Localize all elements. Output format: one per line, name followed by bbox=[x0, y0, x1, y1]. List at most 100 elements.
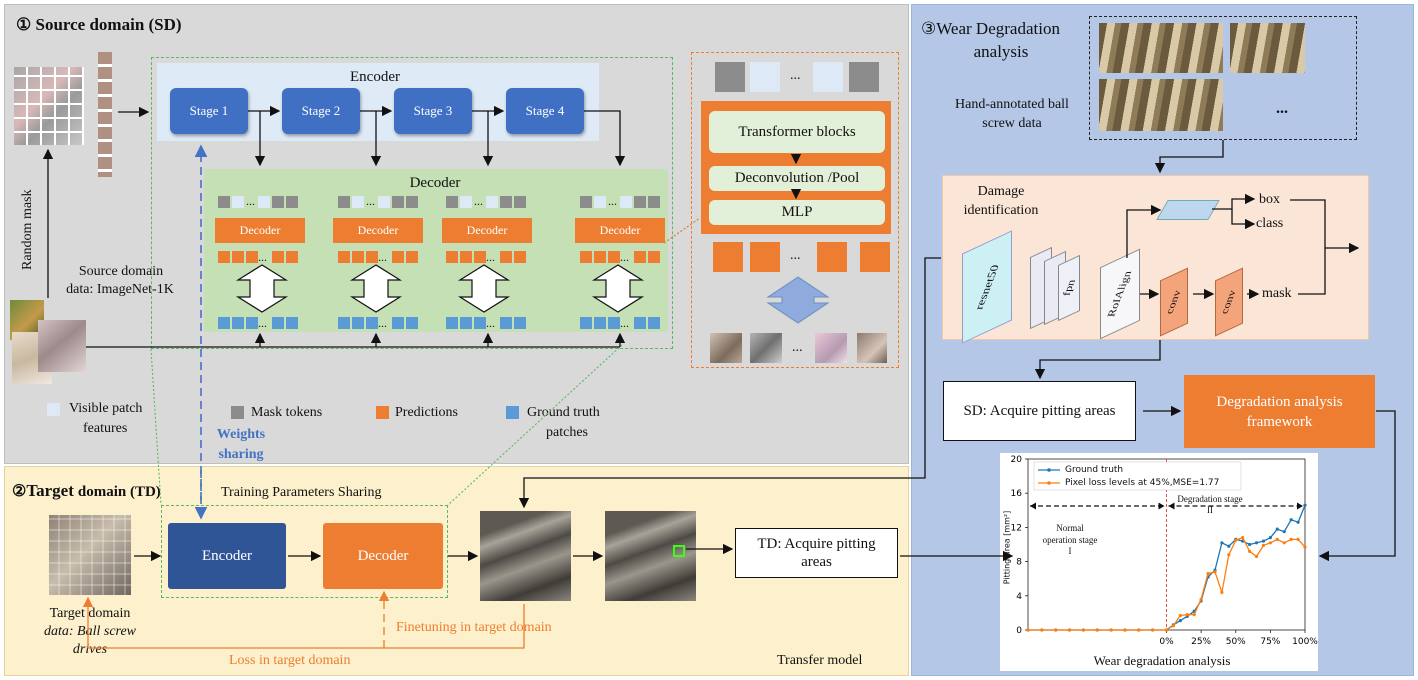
visible-token bbox=[594, 196, 606, 208]
ground-truth-patch bbox=[406, 317, 418, 329]
series-1-point bbox=[1254, 541, 1259, 545]
y-tick-label: 4 bbox=[1016, 592, 1022, 602]
ellipsis: ... bbox=[378, 250, 387, 264]
series-1-point bbox=[1296, 520, 1300, 524]
ground-truth-patch bbox=[366, 317, 378, 329]
series-1-point bbox=[1282, 530, 1286, 534]
finetuning-label: Finetuning in target domain bbox=[396, 620, 552, 635]
series-2-point bbox=[1241, 536, 1245, 540]
ground-truth-image bbox=[710, 333, 742, 363]
prediction-patch bbox=[338, 251, 350, 263]
source-domain-data: data: ImageNet-1K bbox=[66, 282, 174, 297]
series-2-point bbox=[1040, 628, 1044, 632]
transformer-blocks: Transformer blocks bbox=[709, 111, 885, 153]
y-tick-label: 20 bbox=[1011, 455, 1023, 465]
loss-target-label: Loss in target domain bbox=[229, 653, 351, 668]
prediction-patch bbox=[218, 251, 230, 263]
series-2-point bbox=[1268, 541, 1272, 545]
series-2-point bbox=[1054, 628, 1058, 632]
ground-truth-patch bbox=[608, 317, 620, 329]
chart-annotation-normal-3: I bbox=[1068, 546, 1072, 556]
visible-token bbox=[232, 196, 244, 208]
x-tick-label: 100% bbox=[1292, 637, 1318, 647]
ellipsis: ... bbox=[474, 194, 483, 208]
ground-truth-patch bbox=[514, 317, 526, 329]
damage-label: Damage bbox=[977, 184, 1025, 199]
decoder-block-2: Decoder bbox=[333, 218, 423, 243]
hand-annotated-label-2: screw data bbox=[982, 116, 1042, 131]
chart-annotation-normal-2: operation stage bbox=[1042, 535, 1098, 545]
mask-token bbox=[634, 196, 646, 208]
ground-truth-patch bbox=[246, 317, 258, 329]
decoder-block-3: Decoder bbox=[442, 218, 532, 243]
ground-truth-image bbox=[815, 333, 847, 363]
series-1-point bbox=[1261, 539, 1266, 543]
prediction-patch bbox=[580, 251, 592, 263]
ground-truth-image bbox=[750, 333, 782, 363]
stage-3-block: Stage 3 bbox=[394, 88, 472, 134]
ellipsis: ... bbox=[258, 316, 267, 330]
chart-annotation-normal: Normal bbox=[1056, 523, 1084, 533]
sd-acquire-box: SD: Acquire pitting areas bbox=[943, 381, 1136, 441]
source-model-dashed-box bbox=[151, 57, 673, 349]
encoder-label: Encoder bbox=[350, 69, 400, 85]
connector-lines bbox=[150, 217, 701, 506]
prediction-patch bbox=[648, 251, 660, 263]
chart-legend-pred: Pixel loss levels at 45%,MSE=1.77 bbox=[1065, 478, 1220, 488]
prediction-patch bbox=[514, 251, 526, 263]
annotated-data-dashed-box bbox=[1089, 16, 1357, 140]
prediction-patch bbox=[634, 251, 646, 263]
stage-span-arrowhead bbox=[1030, 502, 1036, 510]
target-title-rest: domain (TD) bbox=[77, 484, 161, 500]
prediction-patch bbox=[750, 242, 780, 272]
series-2-point bbox=[1248, 549, 1252, 553]
class-output-label: class bbox=[1256, 216, 1284, 231]
series-2-point bbox=[1192, 613, 1196, 617]
wear-title-2: analysis bbox=[973, 42, 1029, 61]
ellipsis: ... bbox=[620, 250, 629, 264]
target-title-num: ② bbox=[12, 483, 27, 500]
series-1-point bbox=[1275, 527, 1279, 531]
ground-truth-patch bbox=[338, 317, 350, 329]
series-2-point bbox=[1199, 597, 1203, 601]
series-2-point bbox=[1123, 628, 1127, 632]
mask-token bbox=[500, 196, 512, 208]
stage-1-block: Stage 1 bbox=[170, 88, 248, 134]
target-encoder-block: Encoder bbox=[168, 523, 286, 589]
ellipsis: ... bbox=[792, 340, 803, 355]
ground-truth-patch bbox=[594, 317, 606, 329]
stage-span-arrowhead bbox=[1297, 502, 1303, 510]
weights-sharing-label: Weights bbox=[216, 427, 266, 442]
series-2-point bbox=[1185, 613, 1189, 617]
ground-truth-image bbox=[857, 333, 887, 363]
mask-token bbox=[580, 196, 592, 208]
prediction-patch bbox=[474, 251, 486, 263]
mask-token bbox=[648, 196, 660, 208]
annotated-image bbox=[1099, 79, 1223, 131]
series-1-point bbox=[1289, 518, 1293, 522]
ground-truth-patch bbox=[446, 317, 458, 329]
y-tick-label: 8 bbox=[1016, 558, 1022, 568]
ground-truth-patch bbox=[474, 317, 486, 329]
prediction-patch bbox=[446, 251, 458, 263]
framework-line-2: framework bbox=[1246, 413, 1313, 430]
prediction-patch bbox=[232, 251, 244, 263]
series-2-point bbox=[1254, 554, 1259, 559]
visible-token bbox=[750, 62, 780, 92]
ellipsis: ... bbox=[790, 248, 801, 263]
series-2-point bbox=[1234, 538, 1238, 542]
framework-line-1: Degradation analysis bbox=[1216, 393, 1343, 410]
ellipsis: ... bbox=[246, 194, 255, 208]
decoder-block-1: Decoder bbox=[215, 218, 305, 243]
prediction-patch bbox=[594, 251, 606, 263]
ground-truth-patch bbox=[218, 317, 230, 329]
series-2-point bbox=[1282, 541, 1286, 545]
masked-image-grid bbox=[14, 67, 84, 145]
mlp-block: MLP bbox=[709, 200, 885, 225]
legend-gt-label-2: patches bbox=[546, 425, 588, 440]
mask-output-label: mask bbox=[1262, 286, 1292, 301]
legend-marker-gt bbox=[1047, 468, 1051, 472]
target-model-dashed-box bbox=[161, 505, 448, 598]
mask-token bbox=[514, 196, 526, 208]
